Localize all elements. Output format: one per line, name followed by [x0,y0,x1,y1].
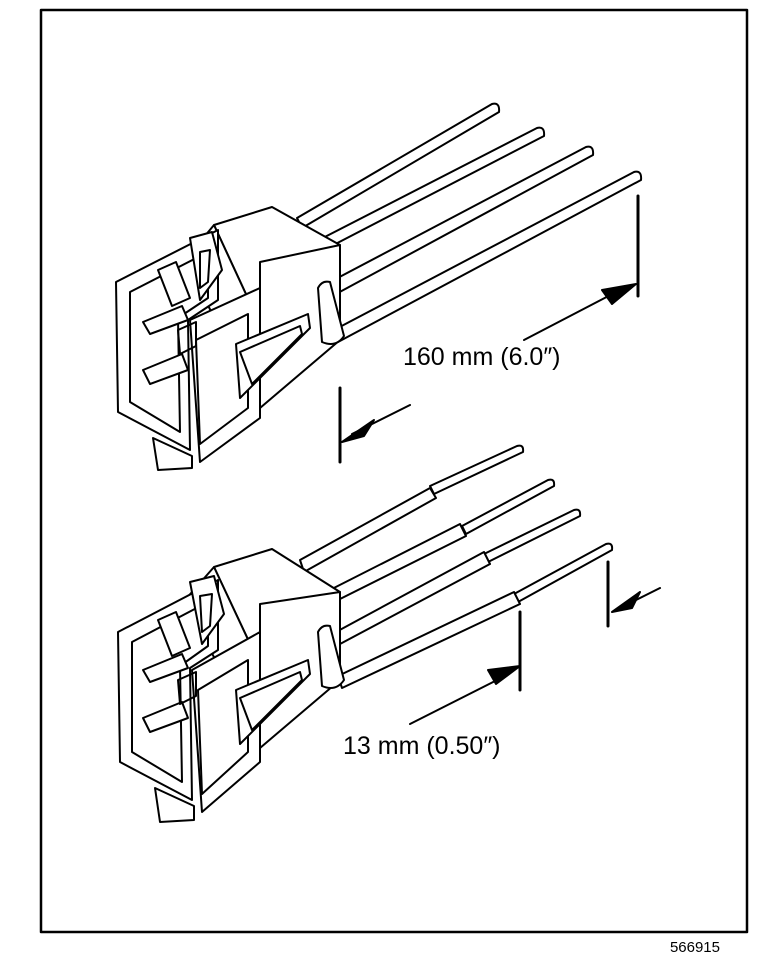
dimension-label-13mm: 13 mm (0.50″) [343,732,501,760]
bottom-wires [299,444,614,689]
connector-bottom [117,444,614,823]
figure-number: 566915 [669,939,720,956]
connector-top [115,102,643,471]
arrowhead-conductor [611,591,641,613]
top-wires [296,102,643,343]
arrowhead-right [601,283,637,305]
arrowhead-left [341,419,375,443]
bottom-housing [117,548,345,823]
arrowhead-insulation [487,665,521,685]
dimension-line-right [523,289,621,341]
dimension-13mm [409,560,661,725]
dimension-label-160mm: 160 mm (6.0″) [403,343,561,371]
dimension-160mm [338,194,640,464]
dimension-line-13mm [409,675,506,725]
figure-border [39,8,749,934]
top-housing [115,206,345,471]
